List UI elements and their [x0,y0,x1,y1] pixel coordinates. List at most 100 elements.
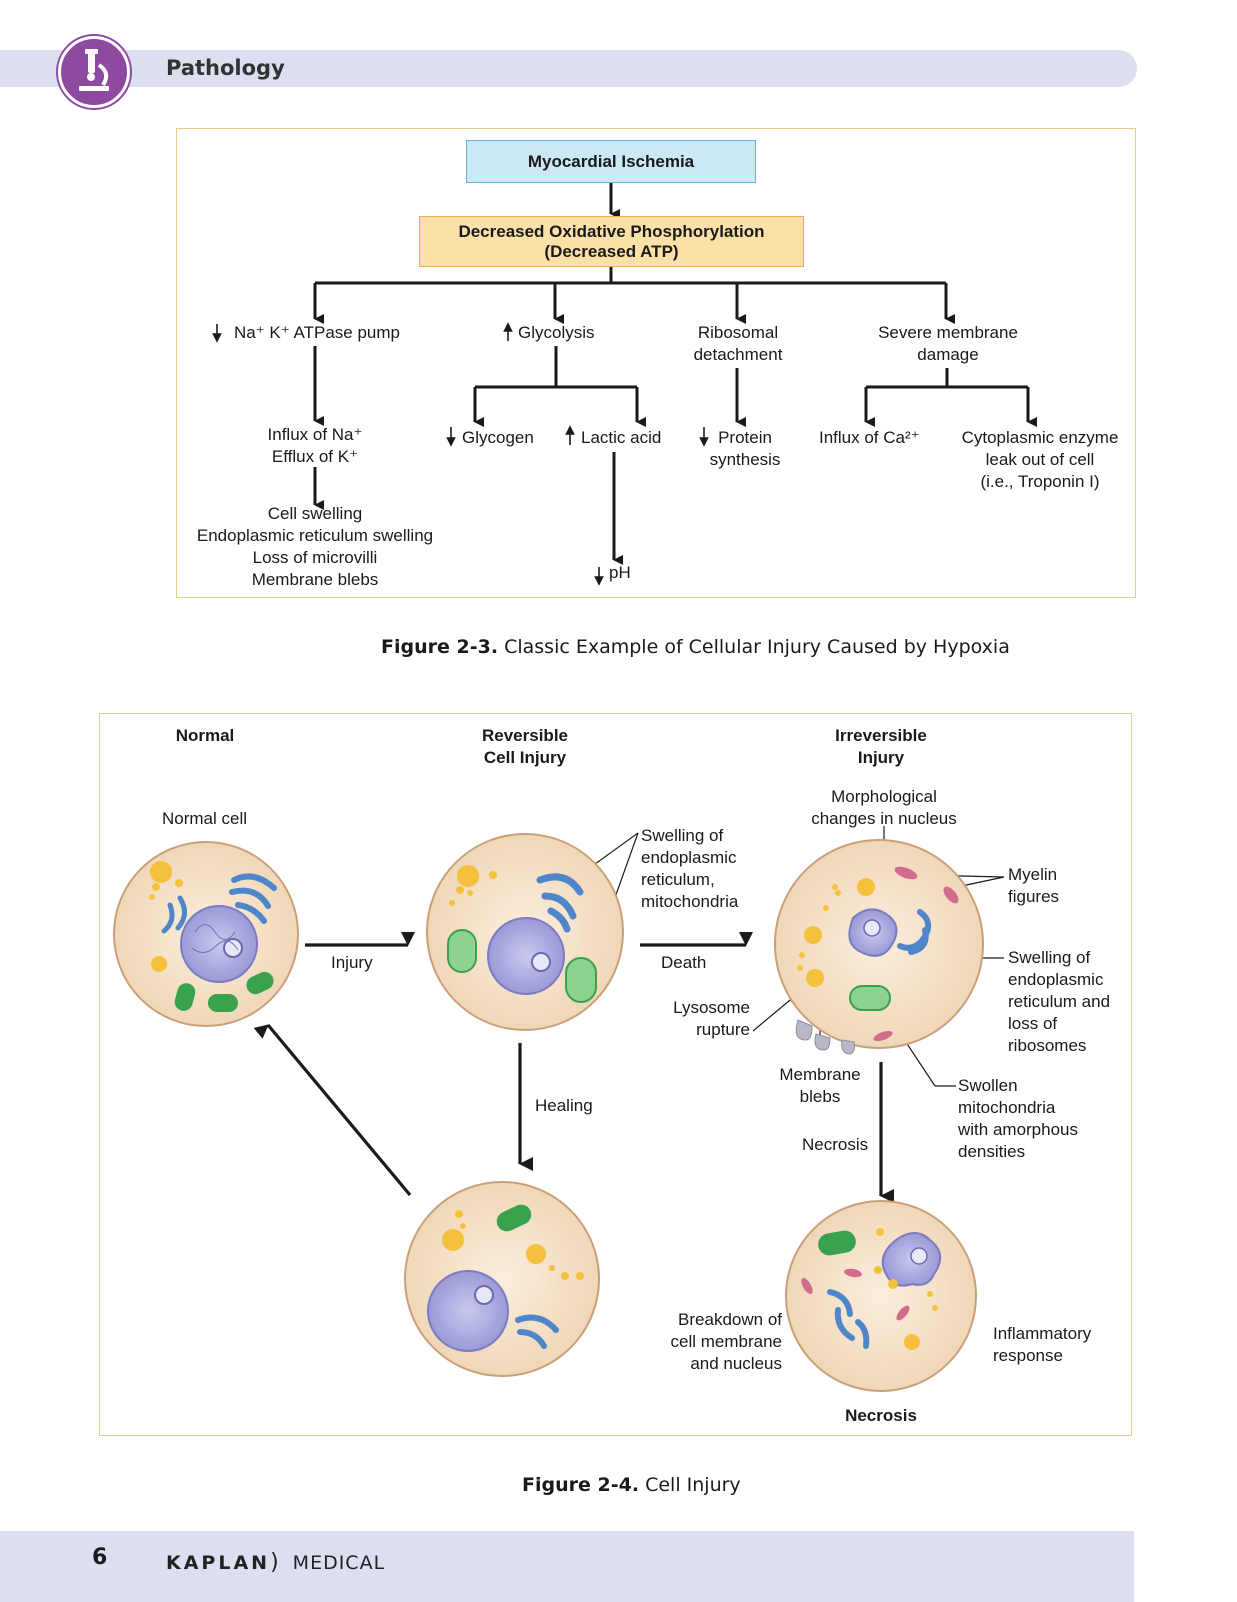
list-item: Endoplasmic reticulum swelling [196,526,434,545]
recovered-cell-illustration [404,1181,600,1377]
box-myocardial-ischemia: Myocardial Ischemia [466,140,756,183]
text-line: densities [958,1142,1026,1161]
label-injury: Injury [331,953,373,972]
brand-main: KAPLAN [166,1552,271,1574]
text-line: Irreversible [835,726,927,745]
label-col-reversible: Reversible Cell Injury [455,725,595,769]
caption-text: Classic Example of Cellular Injury Cause… [504,636,1010,658]
caption-text: Cell Injury [645,1474,741,1496]
text-line: and nucleus [690,1354,782,1373]
text-line: Swelling of [641,826,724,845]
label-severe-membrane-damage: Severe membrane damage [863,322,1033,366]
text-line: endoplasmic [1008,970,1104,989]
figure-2-3-frame [176,128,1136,598]
text-line: Reversible [482,726,568,745]
label-col-irreversible: Irreversible Injury [811,725,951,769]
caption-label: Figure 2-4. [522,1474,640,1496]
label-breakdown: Breakdown of cell membrane and nucleus [640,1309,783,1375]
label-glycogen: Glycogen [462,428,534,447]
label-healing: Healing [535,1096,593,1115]
label-influx-efflux: Influx of Na⁺ Efflux of K⁺ [235,424,395,468]
text-line: detachment [693,345,783,364]
text-line: Severe membrane [878,323,1018,342]
normal-cell-illustration [113,841,299,1027]
label-inflammatory-response: Inflammatory response [993,1323,1091,1367]
irreversible-injury-cell-illustration [774,839,984,1055]
label-death: Death [661,953,707,972]
text-line: synthesis [709,450,781,469]
label-morphological-changes: Morphological changes in nucleus [794,786,974,830]
label-membrane-blebs: Membrane blebs [770,1064,870,1108]
header-band [0,50,1137,87]
page-number: 6 [92,1545,108,1570]
label-myelin-figures: Myelin figures [1008,864,1059,908]
label-atpase-pump: Na⁺ K⁺ ATPase pump [234,323,400,342]
text-line: Efflux of K⁺ [271,447,359,466]
label-glycolysis: Glycolysis [518,323,595,342]
text-line: endoplasmic [641,848,737,867]
label-enzyme-leak: Cytoplasmic enzyme leak out of cell (i.e… [950,427,1130,493]
text-line: response [993,1346,1063,1365]
text-line: loss of [1008,1014,1058,1033]
text-line: ribosomes [1008,1036,1087,1055]
text-line: Breakdown of [678,1310,782,1329]
text-line: (i.e., Troponin I) [980,472,1100,491]
label-swollen-mitochondria: Swollen mitochondria with amorphous dens… [958,1075,1078,1163]
box-decreased-oxphos: Decreased Oxidative Phosphorylation (Dec… [419,216,804,267]
label-col-normal: Normal [175,726,235,745]
text-line: Cytoplasmic enzyme [961,428,1119,447]
text-line: blebs [799,1087,841,1106]
page-header-title: Pathology [166,56,285,80]
text-line: reticulum, [641,870,715,889]
text-line: Inflammatory [993,1324,1092,1343]
text-line: with amorphous [958,1120,1079,1139]
label-swelling-er-mito: Swelling of endoplasmic reticulum, mitoc… [641,825,738,913]
caption-label: Figure 2-3. [381,636,499,658]
list-item: Loss of microvilli [252,548,378,567]
text-line: Ribosomal [697,323,779,342]
text-line: Swollen [958,1076,1018,1095]
text-line: Membrane [779,1065,861,1084]
label-protein-synthesis: Protein synthesis [690,427,800,471]
figure-2-4-caption: Figure 2-4. Cell Injury [522,1474,741,1496]
text-line: mitochondria [641,892,739,911]
text-line: leak out of cell [985,450,1095,469]
list-cell-effects: Cell swelling Endoplasmic reticulum swel… [165,503,465,591]
text-line: Swelling of [1008,948,1091,967]
label-necrosis-title: Necrosis [845,1406,917,1425]
label-influx-ca: Influx of Ca²⁺ [819,428,920,447]
publisher-logo: KAPLAN)MEDICAL [166,1550,386,1575]
box-label-line2: (Decreased ATP) [544,241,679,261]
brand-sub: MEDICAL [292,1552,386,1574]
footer-band [0,1531,1134,1602]
box-label-line1: Decreased Oxidative Phosphorylation [458,221,765,241]
text-line: reticulum and [1008,992,1111,1011]
text-line: changes in nucleus [811,809,957,828]
decrease-arrow-icon [212,324,709,586]
text-line: damage [917,345,979,364]
label-lactic-acid: Lactic acid [581,428,662,447]
text-line: rupture [696,1020,750,1039]
label-ph: pH [609,563,631,582]
text-line: cell membrane [670,1332,783,1351]
text-line: figures [1008,887,1060,906]
list-item: Cell swelling [267,504,363,523]
text-line: Injury [857,748,905,767]
label-necrosis-arrow: Necrosis [802,1135,869,1154]
figure-2-4-frame [99,713,1132,1436]
text-line: Lysosome [673,998,750,1017]
increase-arrow-icon [503,322,575,445]
box-label: Myocardial Ischemia [527,151,695,171]
reversible-injury-cell-illustration [426,833,624,1031]
text-line: Morphological [831,787,937,806]
label-normal-cell: Normal cell [162,809,248,828]
microscope-icon [58,36,130,108]
label-swelling-er-ribosomes: Swelling of endoplasmic reticulum and lo… [1008,947,1110,1057]
text-line: Cell Injury [483,748,567,767]
text-line: mitochondria [958,1098,1056,1117]
label-lysosome-rupture: Lysosome rupture [640,997,750,1041]
list-item: Membrane blebs [251,570,379,589]
necrotic-cell-illustration [785,1200,977,1392]
